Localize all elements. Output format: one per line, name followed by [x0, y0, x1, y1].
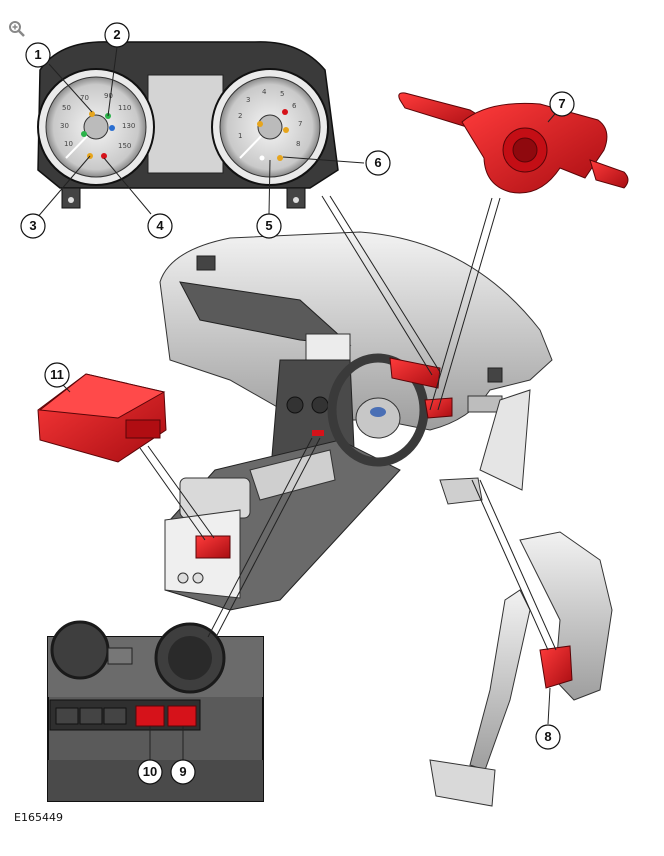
restraints-control-module	[37, 373, 167, 463]
tacho-tick: 2	[238, 112, 242, 120]
brand-badge-icon	[370, 407, 386, 417]
speedo-tick: 70	[80, 94, 89, 102]
tacho-tick: 1	[238, 132, 242, 140]
console-switch-highlight	[312, 430, 324, 436]
speedo-tick: 30	[60, 122, 69, 130]
callout-label: 11	[50, 367, 64, 382]
callout-11: 11	[44, 362, 70, 388]
warning-lamp-icon	[277, 155, 283, 161]
callout-8: 8	[535, 724, 561, 750]
tacho-tick: 3	[246, 96, 250, 104]
cluster-display-screen	[147, 74, 224, 174]
callout-4: 4	[147, 213, 173, 239]
instrument-cluster: 50 70 90 110 130 150 30 10 1 2 3 4 5	[37, 41, 339, 209]
figure-id: E165449	[14, 811, 63, 824]
tachometer: 1 2 3 4 5 6 7 8	[211, 68, 329, 186]
callout-label: 4	[156, 218, 164, 233]
callout-label: 1	[34, 47, 41, 62]
speedo-tick: 10	[64, 140, 73, 148]
callout-label: 5	[265, 218, 272, 233]
tacho-tick: 5	[280, 90, 284, 98]
callout-label: 6	[374, 155, 381, 170]
callout-7: 7	[549, 91, 575, 117]
inset-switch-panel	[47, 620, 264, 802]
callout-label: 8	[544, 729, 551, 744]
callouts: 1 2 3 4 5 6 7 8 9 10 11	[20, 22, 575, 785]
warning-lamp-icon	[282, 109, 288, 115]
callout-label: 9	[179, 764, 186, 779]
restraints-module-installed	[195, 535, 231, 559]
speedometer: 50 70 90 110 130 150 30 10	[37, 68, 155, 186]
indicator-lamp-icon	[259, 155, 265, 161]
callout-6: 6	[365, 150, 391, 176]
callout-10: 10	[137, 759, 163, 785]
warning-lamp-icon	[89, 111, 95, 117]
callout-3: 3	[20, 213, 46, 239]
tacho-tick: 6	[292, 102, 297, 110]
tacho-tick: 4	[262, 88, 267, 96]
speedo-tick: 90	[104, 92, 113, 100]
warning-lamp-icon	[283, 127, 289, 133]
callout-label: 10	[143, 764, 157, 779]
speedo-tick: 150	[118, 142, 131, 150]
callout-2: 2	[104, 22, 130, 48]
callout-label: 3	[29, 218, 36, 233]
callout-5: 5	[256, 213, 282, 239]
brake-pedal-assembly	[429, 531, 613, 807]
leader-lines	[35, 46, 561, 760]
warning-lamp-icon	[101, 153, 107, 159]
indicator-lamp-icon	[109, 125, 115, 131]
steering-column-switch	[398, 92, 629, 194]
speedo-tick: 130	[122, 122, 135, 130]
callout-label: 2	[113, 27, 120, 42]
callout-9: 9	[170, 759, 196, 785]
speedo-tick: 50	[62, 104, 71, 112]
indicator-lamp-icon	[81, 131, 87, 137]
dashboard	[159, 231, 553, 611]
tacho-tick: 8	[296, 140, 300, 148]
speedo-tick: 110	[118, 104, 131, 112]
warning-lamp-icon	[257, 121, 263, 127]
hazard-switch-10	[135, 705, 165, 727]
callout-label: 7	[558, 96, 565, 111]
brake-switch	[539, 645, 573, 689]
switch-9	[167, 705, 197, 727]
tacho-tick: 7	[298, 120, 302, 128]
zoom-in-icon[interactable]	[8, 20, 26, 38]
callout-1: 1	[25, 42, 51, 68]
